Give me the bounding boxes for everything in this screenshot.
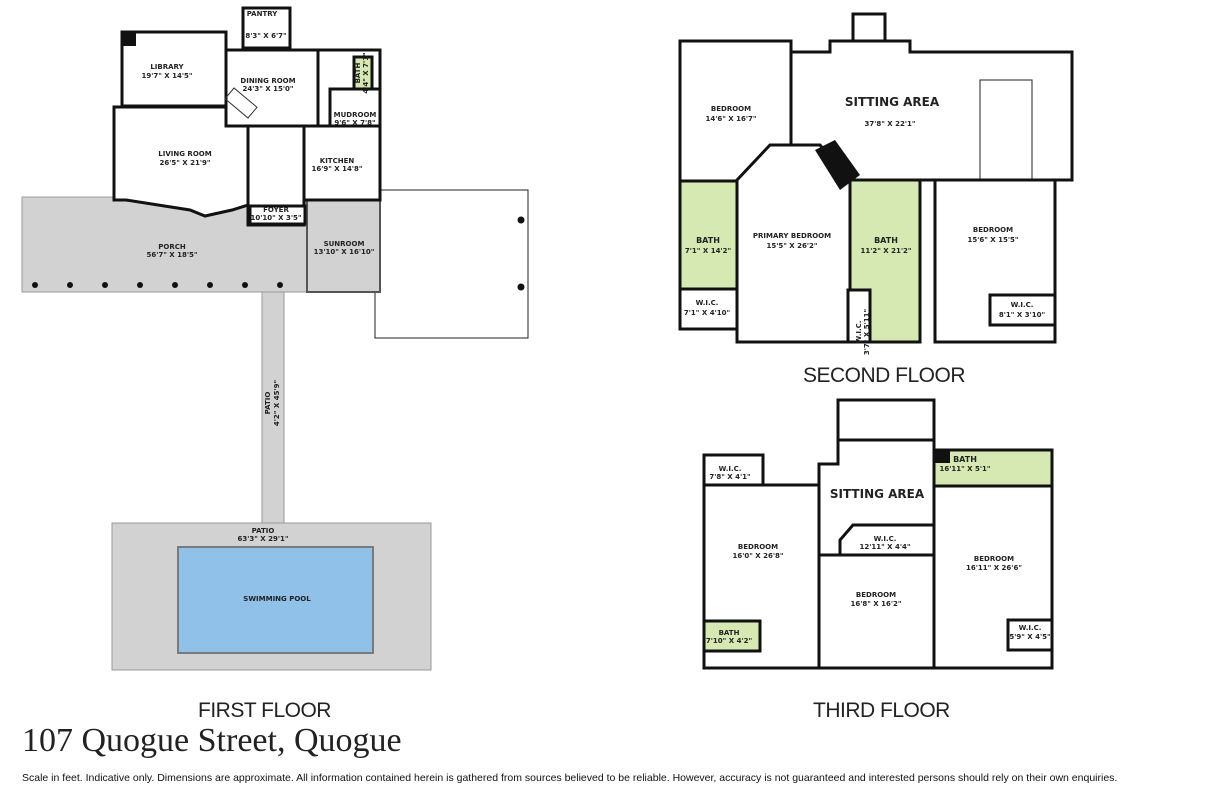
- foyer: [248, 204, 307, 226]
- svg-text:PRIMARY BEDROOM: PRIMARY BEDROOM: [753, 232, 831, 240]
- pantry: [241, 6, 292, 50]
- deck-outline: [374, 189, 529, 339]
- svg-text:16'9" X 14'8": 16'9" X 14'8": [311, 165, 362, 173]
- svg-text:PATIO: PATIO: [264, 392, 272, 415]
- svg-text:KITCHEN: KITCHEN: [320, 157, 355, 165]
- svg-text:13'10" X 16'10": 13'10" X 16'10": [314, 248, 375, 256]
- svg-text:DINING ROOM: DINING ROOM: [240, 77, 295, 85]
- wic: [678, 287, 739, 331]
- second-floor-title: SECOND FLOOR: [803, 364, 966, 387]
- svg-text:W.I.C.: W.I.C.: [1011, 301, 1034, 309]
- wic: [702, 453, 765, 487]
- svg-text:BATH: BATH: [354, 62, 362, 83]
- svg-text:26'5" X 21'9": 26'5" X 21'9": [159, 159, 210, 167]
- svg-text:14'6" X 16'7": 14'6" X 16'7": [705, 115, 756, 123]
- svg-text:W.I.C.: W.I.C.: [1019, 624, 1042, 632]
- svg-text:9'6" X 7'8": 9'6" X 7'8": [334, 119, 375, 127]
- svg-text:SWIMMING POOL: SWIMMING POOL: [243, 595, 311, 603]
- svg-text:W.I.C.: W.I.C.: [855, 321, 863, 344]
- svg-text:BEDROOM: BEDROOM: [974, 555, 1014, 563]
- svg-text:16'11" X 5'1": 16'11" X 5'1": [939, 465, 990, 473]
- svg-text:16'8" X 16'2": 16'8" X 16'2": [850, 600, 901, 608]
- svg-text:BEDROOM: BEDROOM: [711, 105, 751, 113]
- svg-text:16'11" X 26'6": 16'11" X 26'6": [966, 564, 1022, 572]
- svg-text:8'3" X 6'7": 8'3" X 6'7": [245, 32, 286, 40]
- svg-text:W.I.C.: W.I.C.: [719, 465, 742, 473]
- mudroom: [328, 87, 382, 128]
- svg-text:7'1" X 4'10": 7'1" X 4'10": [684, 309, 730, 317]
- bath: [932, 448, 1054, 488]
- svg-text:LIVING ROOM: LIVING ROOM: [158, 150, 211, 158]
- svg-text:PANTRY: PANTRY: [247, 10, 279, 18]
- dining-room: [224, 48, 333, 128]
- svg-text:W.I.C.: W.I.C.: [874, 535, 897, 543]
- svg-text:4'4" X 7'1": 4'4" X 7'1": [362, 52, 370, 93]
- sunroom: [306, 199, 381, 293]
- svg-text:7'8" X 4'1": 7'8" X 4'1": [709, 473, 750, 481]
- svg-text:16'0" X 26'8": 16'0" X 26'8": [732, 552, 783, 560]
- first-floor-plan: PANTRY 8'3" X 6'7" LIBRARY 19'7" X 14'5"…: [21, 6, 529, 671]
- property-address: 107 Quogue Street, Quogue: [22, 722, 402, 759]
- svg-text:BEDROOM: BEDROOM: [856, 591, 896, 599]
- wic: [846, 288, 872, 344]
- svg-text:10'10" X 3'5": 10'10" X 3'5": [250, 214, 301, 222]
- svg-text:BATH: BATH: [719, 629, 740, 637]
- svg-text:SITTING AREA: SITTING AREA: [830, 487, 925, 501]
- wic: [1006, 618, 1054, 652]
- svg-text:8'1" X 3'10": 8'1" X 3'10": [999, 311, 1045, 319]
- svg-text:7'1" X 14'2": 7'1" X 14'2": [685, 247, 731, 255]
- svg-text:5'9" X 4'5": 5'9" X 4'5": [1009, 633, 1050, 641]
- svg-text:11'2" X 21'2": 11'2" X 21'2": [860, 247, 911, 255]
- svg-text:PATIO: PATIO: [252, 527, 275, 535]
- third-floor-plan: W.I.C. 7'8" X 4'1" SITTING AREA BATH 16'…: [702, 398, 1054, 670]
- svg-text:FOYER: FOYER: [263, 206, 289, 214]
- bath: [702, 619, 762, 653]
- svg-text:15'6" X 15'5": 15'6" X 15'5": [967, 236, 1018, 244]
- svg-text:SITTING AREA: SITTING AREA: [845, 95, 940, 109]
- svg-text:63'3" X 29'1": 63'3" X 29'1": [237, 535, 288, 543]
- svg-text:4'2" X 45'9": 4'2" X 45'9": [273, 380, 281, 426]
- svg-text:MUDROOM: MUDROOM: [334, 111, 377, 119]
- svg-text:15'5" X 26'2": 15'5" X 26'2": [766, 242, 817, 250]
- porch-posts: [32, 282, 283, 288]
- svg-text:BATH: BATH: [696, 236, 720, 245]
- svg-text:37'8" X 22'1": 37'8" X 22'1": [864, 120, 915, 128]
- svg-text:SUNROOM: SUNROOM: [324, 240, 365, 248]
- svg-text:24'3" X 15'0": 24'3" X 15'0": [242, 85, 293, 93]
- wic: [988, 293, 1057, 327]
- svg-text:BEDROOM: BEDROOM: [973, 226, 1013, 234]
- svg-text:BATH: BATH: [953, 455, 977, 464]
- bedroom: [817, 553, 936, 670]
- swimming-pool: [177, 546, 374, 654]
- svg-text:LIBRARY: LIBRARY: [150, 63, 184, 71]
- kitchen: [302, 124, 382, 202]
- svg-text:3'7" X 5'11": 3'7" X 5'11": [863, 309, 871, 355]
- svg-text:56'7" X 18'5": 56'7" X 18'5": [146, 251, 197, 259]
- bath: [678, 179, 739, 291]
- svg-text:19'7" X 14'5": 19'7" X 14'5": [141, 72, 192, 80]
- svg-text:PORCH: PORCH: [158, 243, 186, 251]
- svg-text:BEDROOM: BEDROOM: [738, 543, 778, 551]
- library: [120, 30, 228, 108]
- svg-text:7'10" X 4'2": 7'10" X 4'2": [706, 637, 752, 645]
- third-floor-title: THIRD FLOOR: [813, 699, 950, 722]
- svg-text:12'11" X 4'4": 12'11" X 4'4": [859, 543, 910, 551]
- first-floor-title: FIRST FLOOR: [198, 699, 331, 722]
- post: [517, 216, 525, 224]
- post: [517, 283, 525, 291]
- disclaimer: Scale in feet. Indicative only. Dimensio…: [22, 772, 1118, 784]
- second-floor-plan: BEDROOM 14'6" X 16'7" SITTING AREA 37'8"…: [678, 12, 1074, 355]
- svg-text:BATH: BATH: [874, 236, 898, 245]
- svg-text:W.I.C.: W.I.C.: [696, 299, 719, 307]
